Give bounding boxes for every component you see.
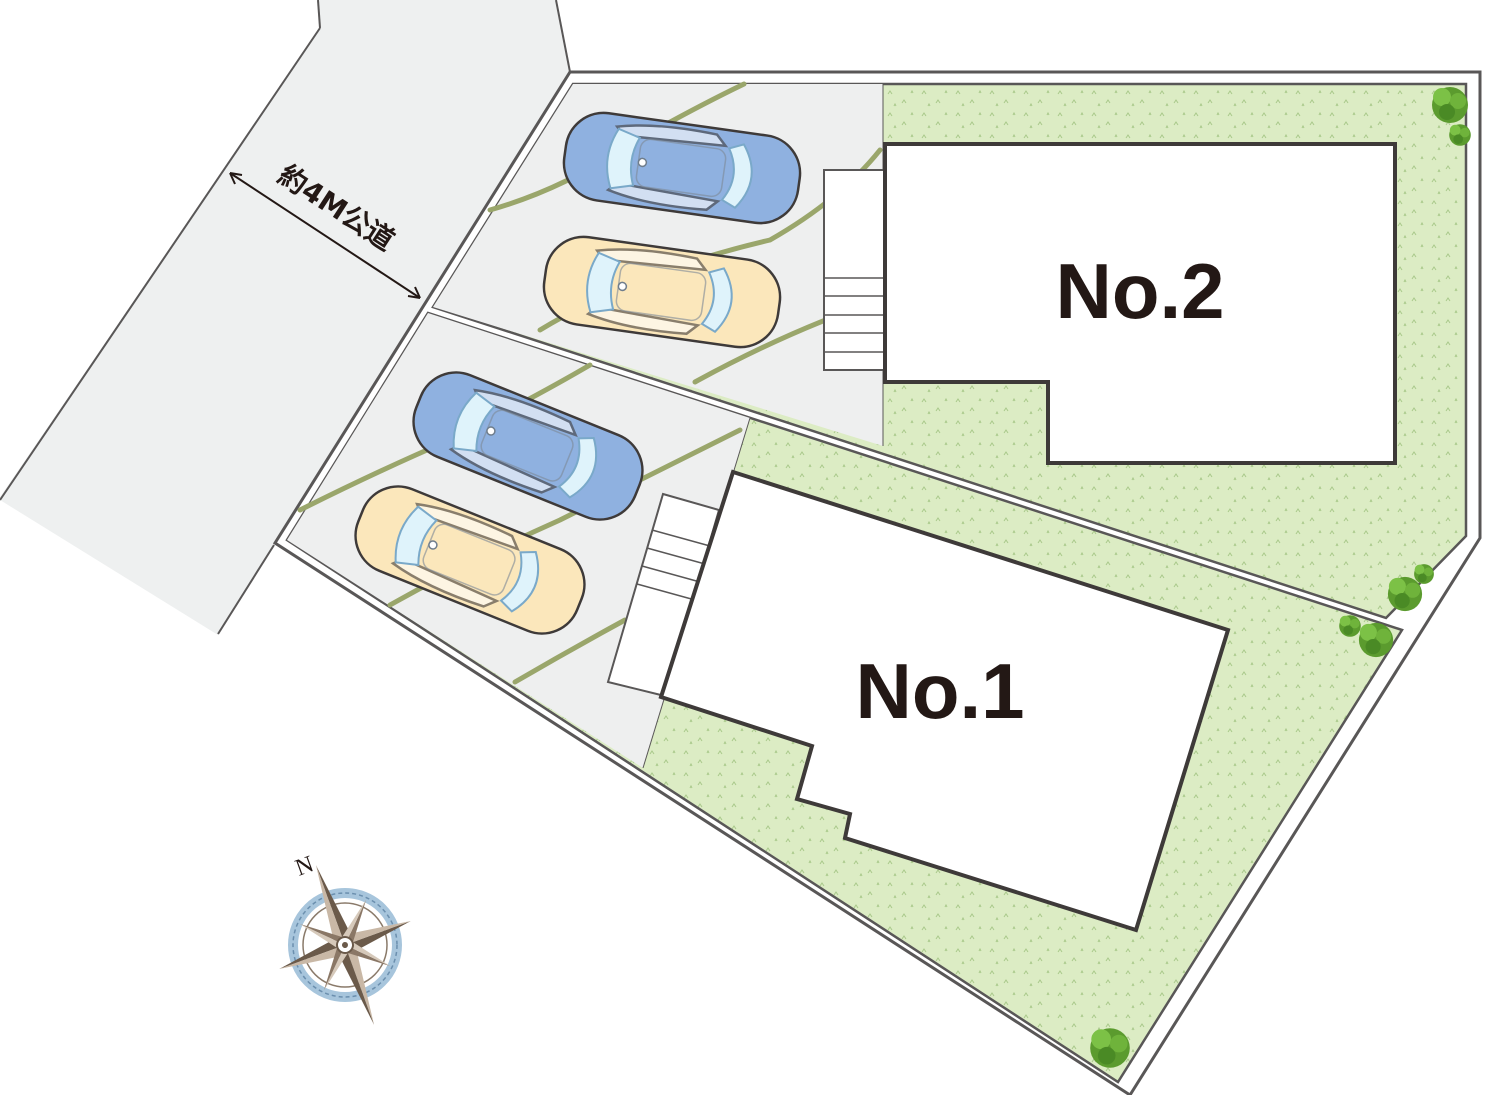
building-no1 bbox=[658, 469, 1231, 933]
lot-label-no1: No.1 bbox=[855, 647, 1024, 735]
tree-icon bbox=[1358, 622, 1394, 658]
tree-icon bbox=[1339, 615, 1361, 637]
tree-icon bbox=[1432, 87, 1468, 123]
tree-icon bbox=[1090, 1028, 1130, 1068]
building-no2 bbox=[883, 142, 1397, 465]
stairs-no2 bbox=[823, 169, 887, 371]
public-road bbox=[0, 0, 570, 635]
tree-icon bbox=[1414, 564, 1434, 584]
tree-icon bbox=[1449, 124, 1471, 146]
compass-rose-icon: N bbox=[279, 851, 411, 1025]
dimension-arrow-icon bbox=[229, 172, 421, 299]
tree-icon bbox=[1387, 576, 1423, 612]
lot-label-no2: No.2 bbox=[1055, 247, 1224, 335]
compass-north-label: N bbox=[292, 851, 317, 881]
